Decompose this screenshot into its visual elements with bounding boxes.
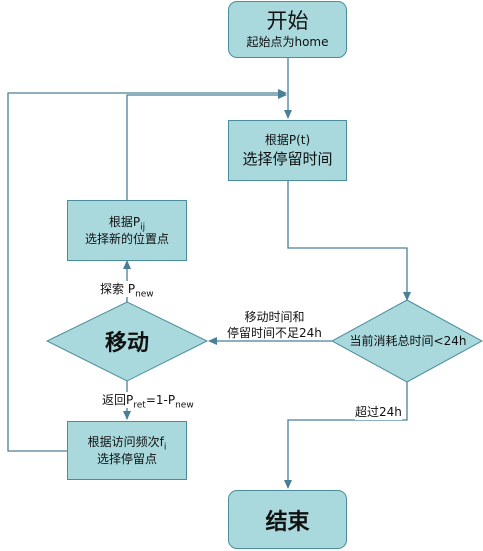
edge-revisit-loop	[7, 89, 287, 452]
explore-choose-node: 根据Pij 选择新的位置点	[67, 200, 187, 261]
explore-line2: 选择新的位置点	[84, 231, 169, 246]
start-subtitle: 起始点为home	[246, 35, 329, 49]
edge-time-to-decision	[287, 181, 411, 301]
edge-label-insufficient: 移动时间和 停留时间不足24h	[227, 310, 322, 340]
choose-time-line1: 根据P(t)	[264, 133, 311, 147]
explore-line1: 根据Pij	[108, 214, 146, 232]
end-label: 结束	[265, 509, 310, 535]
edge-label-return: 返回Pret=1-Pnew	[102, 392, 194, 411]
end-node: 结束	[228, 490, 347, 549]
choose-time-line2: 选择停留时间	[242, 150, 333, 168]
revisit-choose-node: 根据访问频次fi 选择停留点	[67, 421, 187, 480]
start-title: 开始	[266, 9, 309, 33]
choose-time-node: 根据P(t) 选择停留时间	[228, 120, 347, 181]
start-node: 开始 起始点为home	[228, 1, 347, 58]
edge-label-over: 超过24h	[355, 404, 402, 420]
revisit-line2: 选择停留点	[96, 451, 157, 466]
decision-diamond-label: 当前消耗总时间<24h	[349, 333, 467, 348]
decision-diamond-shape	[330, 299, 483, 383]
edge-decision-to-end	[284, 382, 408, 489]
revisit-line1: 根据访问频次fi	[87, 434, 167, 452]
move-diamond-shape	[45, 301, 209, 382]
edge-explore-loop	[126, 91, 287, 200]
move-diamond-label: 移动	[104, 331, 149, 356]
edge-label-explore: 探索 Pnew	[100, 281, 154, 300]
